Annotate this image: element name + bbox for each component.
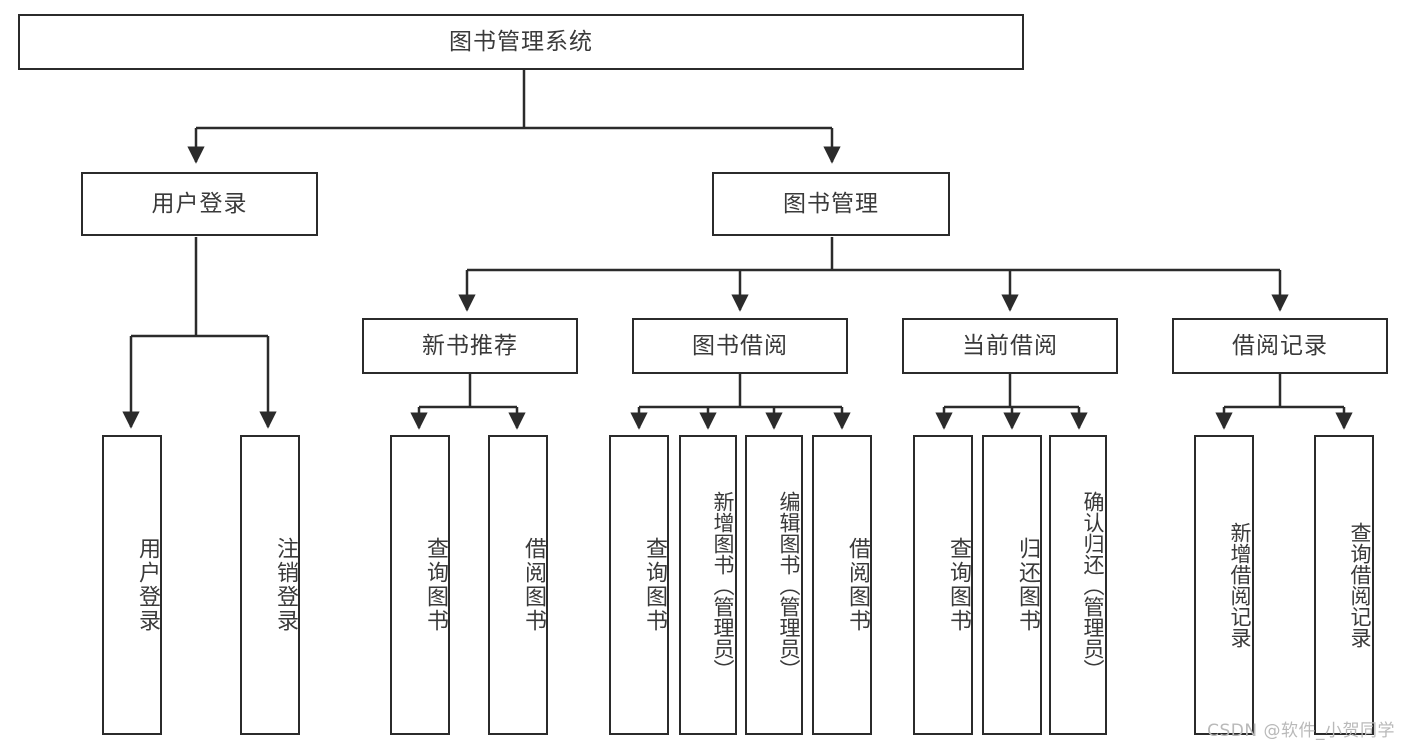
node-label: 查询图书 (423, 537, 448, 633)
node-book-management[interactable]: 图书管理 (712, 172, 950, 236)
node-label: 借阅图书 (845, 537, 870, 633)
leaf-user-login-logout[interactable]: 注销登录 (240, 435, 300, 735)
node-label: 用户登录 (151, 190, 248, 217)
node-label: 新书推荐 (422, 332, 518, 359)
node-label: 确认归还（管理员） (1081, 490, 1105, 680)
node-label: 新增图书（管理员） (711, 490, 735, 680)
watermark: CSDN @软件_小贺同学 (1207, 721, 1395, 741)
node-label: 查询图书 (642, 537, 667, 633)
node-label: 编辑图书（管理员） (777, 490, 801, 680)
leaf-recommend-query-book[interactable]: 查询图书 (390, 435, 450, 735)
leaf-record-query-record[interactable]: 查询借阅记录 (1314, 435, 1374, 735)
node-new-book-recommend[interactable]: 新书推荐 (362, 318, 578, 374)
node-label: 查询借阅记录 (1348, 522, 1372, 648)
node-label: 查询图书 (946, 537, 971, 633)
leaf-record-add-record[interactable]: 新增借阅记录 (1194, 435, 1254, 735)
leaf-borrow-edit-book-admin[interactable]: 编辑图书（管理员） (745, 435, 803, 735)
node-current-borrow[interactable]: 当前借阅 (902, 318, 1118, 374)
leaf-borrow-add-book-admin[interactable]: 新增图书（管理员） (679, 435, 737, 735)
leaf-user-login-login[interactable]: 用户登录 (102, 435, 162, 735)
node-label: 新增借阅记录 (1228, 522, 1252, 648)
node-label: 归还图书 (1015, 537, 1040, 633)
node-label: 图书管理系统 (449, 28, 593, 55)
leaf-current-confirm-return-admin[interactable]: 确认归还（管理员） (1049, 435, 1107, 735)
node-label: 用户登录 (135, 537, 160, 633)
leaf-borrow-query-book[interactable]: 查询图书 (609, 435, 669, 735)
leaf-current-return-book[interactable]: 归还图书 (982, 435, 1042, 735)
node-label: 当前借阅 (962, 332, 1058, 359)
node-label: 图书借阅 (692, 332, 788, 359)
leaf-current-query-book[interactable]: 查询图书 (913, 435, 973, 735)
node-label: 注销登录 (273, 537, 298, 633)
node-book-borrow[interactable]: 图书借阅 (632, 318, 848, 374)
node-label: 借阅记录 (1232, 332, 1328, 359)
node-user-login[interactable]: 用户登录 (81, 172, 318, 236)
leaf-recommend-borrow-book[interactable]: 借阅图书 (488, 435, 548, 735)
node-root-system[interactable]: 图书管理系统 (18, 14, 1024, 70)
node-label: 图书管理 (783, 190, 879, 217)
leaf-borrow-borrow-book[interactable]: 借阅图书 (812, 435, 872, 735)
node-borrow-record[interactable]: 借阅记录 (1172, 318, 1388, 374)
node-label: 借阅图书 (521, 537, 546, 633)
